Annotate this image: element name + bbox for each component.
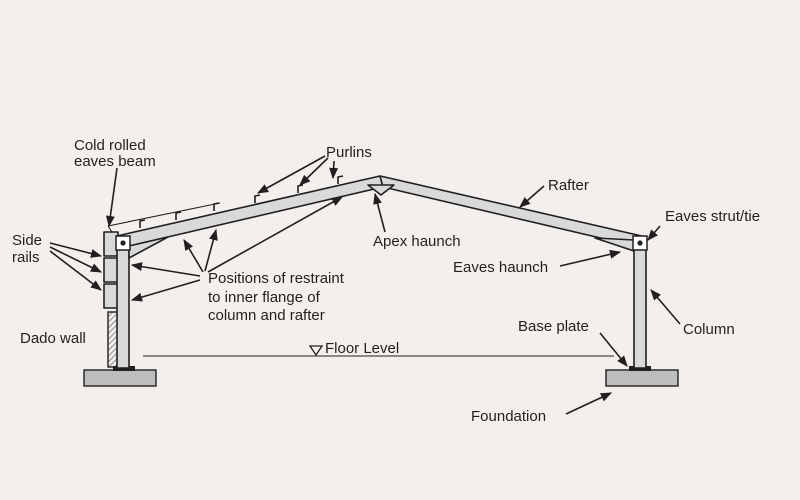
left-eaves-haunch [128, 236, 169, 259]
base-plate-arrow [599, 332, 628, 367]
side-rails-arrow-3 [49, 250, 102, 291]
restraint-arrow-rafter-1 [183, 239, 204, 273]
label-dado-wall: Dado wall [20, 330, 86, 347]
label-cold-rolled-1: Cold rolled [74, 137, 146, 154]
restraint-arrow-rafter-3 [207, 196, 343, 273]
left-rafter [116, 175, 384, 247]
label-base-plate: Base plate [518, 318, 589, 335]
eaves-haunch-arrow [559, 249, 622, 267]
label-purlins: Purlins [326, 144, 372, 161]
purlins-arrow-1 [257, 155, 326, 194]
restraint-arrow-column-1 [130, 262, 201, 277]
purlins-arrow-2 [299, 157, 329, 186]
label-foundation: Foundation [471, 408, 546, 425]
side-rails-arrow-2 [49, 246, 103, 273]
label-eaves-strut: Eaves strut/tie [665, 208, 760, 225]
purlins-arrow-3 [329, 160, 339, 180]
label-restraint-3: column and rafter [208, 307, 325, 324]
label-cold-rolled-2: eaves beam [74, 153, 156, 170]
label-side-rails-2: rails [12, 249, 40, 266]
right-foundation [605, 369, 679, 387]
restraint-arrow-rafter-2 [204, 228, 218, 272]
label-side-rails-1: Side [12, 232, 42, 249]
side-rails [103, 231, 119, 309]
right-column [633, 239, 647, 369]
label-restraint-2: to inner flange of [208, 289, 321, 306]
roof-sheeting [107, 202, 221, 227]
cold-rolled-arrow [105, 167, 118, 228]
label-column: Column [683, 321, 735, 338]
label-eaves-haunch: Eaves haunch [453, 259, 548, 276]
left-column [116, 235, 130, 369]
right-eaves-haunch [594, 237, 635, 252]
label-apex-haunch: Apex haunch [373, 233, 461, 250]
label-restraint-1: Positions of restraint [208, 270, 345, 287]
label-floor-level: Floor Level [325, 340, 399, 357]
apex-haunch [367, 184, 395, 196]
label-rafter: Rafter [548, 177, 589, 194]
column-arrow [650, 289, 681, 325]
eaves-strut-arrow [647, 225, 661, 241]
left-foundation [83, 369, 157, 387]
rafter-arrow [519, 185, 545, 208]
foundation-arrow [565, 392, 613, 415]
restraint-arrow-column-2 [130, 279, 201, 302]
floor-level-symbol [308, 345, 324, 357]
apex-haunch-arrow [373, 192, 386, 233]
side-rails-arrow-1 [49, 242, 103, 258]
